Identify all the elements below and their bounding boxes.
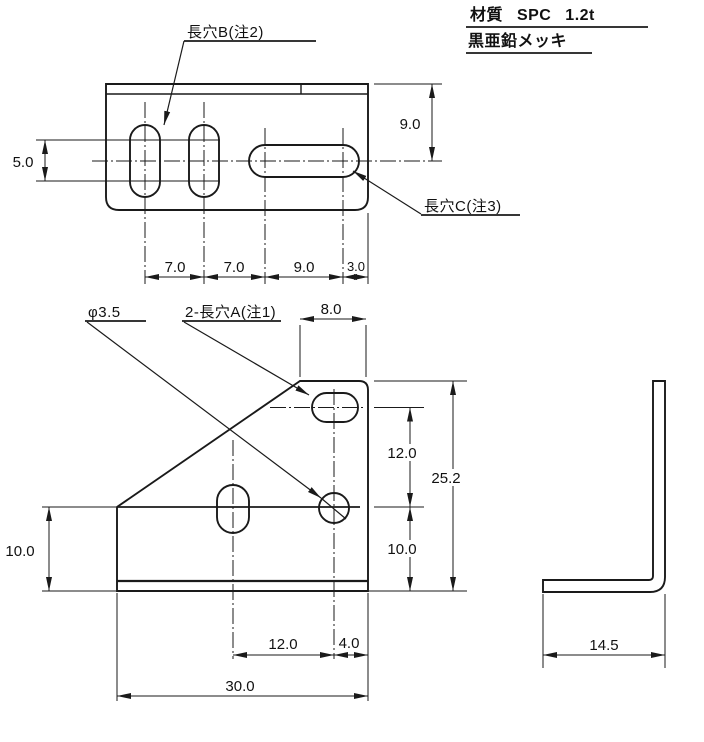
- dim-top-to-center: 9.0: [400, 84, 435, 161]
- plating-text: 黒亜鉛メッキ: [468, 31, 567, 50]
- dim-text-c-to-edge: 3.0: [347, 259, 365, 274]
- dim-text-center-to-bottom-left: 10.0: [5, 543, 34, 560]
- dim-slot-b-span: 5.0: [13, 140, 48, 181]
- slot-b-leader: [163, 40, 185, 126]
- dim-text-slot-c-span: 9.0: [294, 259, 315, 276]
- material-note: 材質 SPC 1.2t 黒亜鉛メッキ: [466, 5, 648, 54]
- top-view: 5.0 9.0 7.0 7.0 9.0 3.0 長穴B(注2) 長穴C(注3): [13, 24, 520, 284]
- dim-text-flange-depth: 14.5: [589, 637, 618, 654]
- front-view: 8.0 12.0 25.2 10.0 10.0 12.0 4.0 30.0: [5, 301, 467, 701]
- hole-diameter-leader: [86, 321, 322, 499]
- dim-text-hole-vertical-pitch: 12.0: [387, 445, 416, 462]
- front-view-outline: [116, 380, 369, 592]
- dim-flange-depth: 14.5: [543, 637, 665, 658]
- dim-text-hole-horizontal-pitch: 12.0: [268, 636, 297, 653]
- side-view: 14.5: [542, 380, 666, 668]
- front-view-centerlines: [232, 389, 366, 659]
- slot-b-label: 長穴B(注2): [187, 24, 264, 41]
- side-view-extension-lines: [542, 594, 666, 668]
- dim-text-center-to-bottom-right: 10.0: [387, 541, 416, 558]
- slot-a-callout: 2-長穴A(注1): [182, 304, 310, 396]
- hole-diameter-label: φ3.5: [88, 304, 121, 321]
- slot-c-label: 長穴C(注3): [424, 198, 502, 215]
- slot-c-leader: [352, 170, 422, 215]
- dim-top-bottom-chain: 7.0 7.0 9.0 3.0: [145, 259, 368, 280]
- dim-text-pitch-b2-c: 7.0: [224, 259, 245, 276]
- top-view-outline: [105, 83, 369, 211]
- dim-text-overall-width: 30.0: [225, 678, 254, 695]
- slot-a-label: 2-長穴A(注1): [185, 304, 276, 321]
- dim-text-top-edge-width: 8.0: [321, 301, 342, 318]
- front-view-extension-lines: [42, 325, 467, 701]
- dim-top-edge-width: 8.0: [300, 301, 366, 322]
- hole-diameter-leader-tail: [320, 497, 347, 520]
- material-text: 材質 SPC 1.2t: [470, 5, 595, 24]
- top-view-extension-lines: [36, 83, 442, 284]
- dim-front-bottom: 12.0 4.0 30.0: [117, 635, 368, 699]
- hole-diameter-callout: φ3.5: [85, 304, 347, 520]
- slot-c-callout: 長穴C(注3): [352, 170, 520, 216]
- dim-text-top-to-center: 9.0: [400, 116, 421, 133]
- dim-left-side: 10.0: [5, 507, 52, 591]
- dim-text-hole-to-right-edge: 4.0: [339, 635, 360, 652]
- side-view-outline: [542, 380, 666, 593]
- dim-text-pitch-b1-b2: 7.0: [165, 259, 186, 276]
- top-view-centerlines: [92, 102, 442, 284]
- dim-text-slot-b-span: 5.0: [13, 154, 34, 171]
- dim-text-overall-height: 25.2: [431, 470, 460, 487]
- slot-b-callout: 長穴B(注2): [163, 24, 316, 126]
- dim-right-side: 12.0 25.2 10.0: [381, 381, 467, 591]
- slot-a-leader: [183, 321, 310, 396]
